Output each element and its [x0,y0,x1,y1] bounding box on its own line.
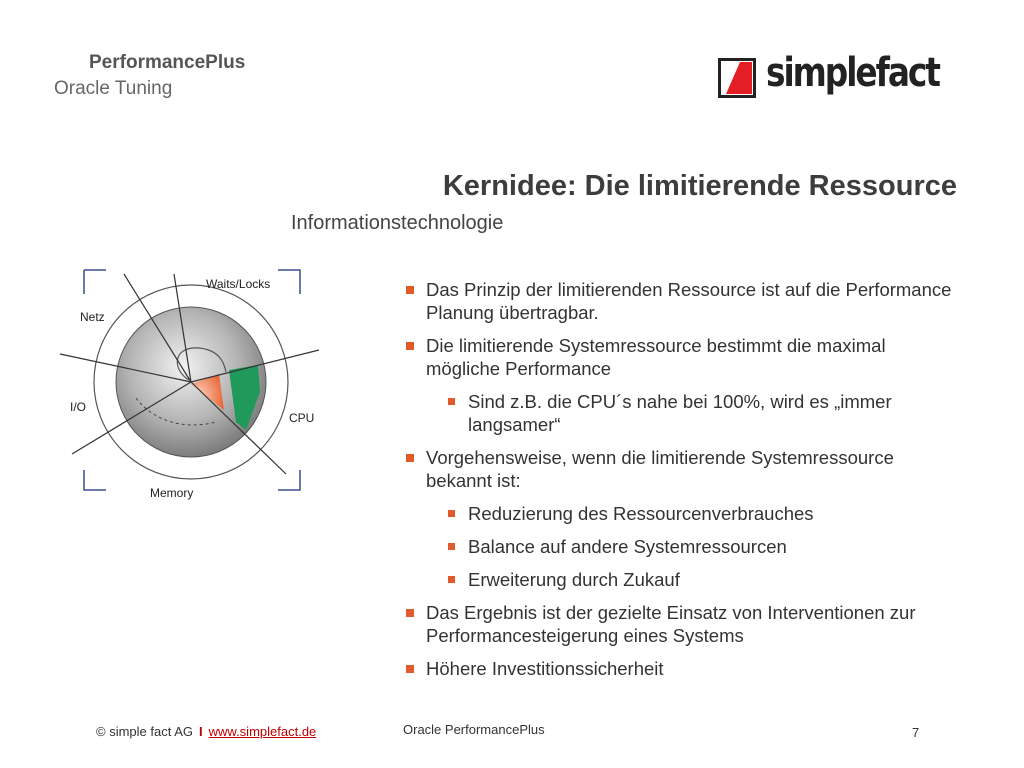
label-memory: Memory [150,486,193,500]
bullet-item: Die limitierende Systemressource bestimm… [404,334,964,380]
slide-title: Kernidee: Die limitierende Ressource [442,170,957,202]
bullet-item: Vorgehensweise, wenn die limitierende Sy… [404,446,964,492]
label-netz: Netz [80,310,105,324]
header-product-title: PerformancePlus [89,52,246,73]
bullet-square-icon [406,286,414,294]
sub-bullet-item: Erweiterung durch Zukauf [404,568,964,591]
limiting-resource-segment [191,374,224,410]
bullet-square-icon [406,609,414,617]
cpu-segment [229,365,260,430]
bullet-item: Das Prinzip der limitierenden Ressource … [404,278,964,324]
label-cpu: CPU [289,411,314,425]
corner-brackets [83,269,301,491]
resource-circle-graphic: Waits/Locks Netz I/O CPU Memory [59,269,320,500]
bullet-square-icon [406,454,414,462]
page-number: 7 [912,725,920,740]
resource-diagram: Waits/Locks Netz I/O CPU Memory [54,262,334,510]
copyright-text: © simple fact AG [96,724,193,739]
bullet-list: Das Prinzip der limitierenden Ressource … [404,278,964,690]
bullet-square-icon [406,342,414,350]
slide-subtitle: Informationstechnologie [291,212,504,234]
website-link[interactable]: www.simplefact.de [208,724,317,739]
sub-bullet-square-icon [448,576,455,583]
bullet-item: Das Ergebnis ist der gezielte Einsatz vo… [404,601,964,647]
simplefact-logo: simplefact [718,50,941,108]
bullet-square-icon [406,665,414,673]
logo-wordmark: simplefact [766,50,941,96]
sub-bullet-square-icon [448,543,455,550]
footer-separator: I [199,724,203,739]
sub-bullet-square-icon [448,398,455,405]
footer-product: Oracle PerformancePlus [403,722,545,737]
sub-bullet-item: Reduzierung des Ressourcenverbrauches [404,502,964,525]
divider-lines [59,273,320,475]
sub-bullet-item: Sind z.B. die CPU´s nahe bei 100%, wird … [404,390,964,436]
bullet-item: Höhere Investitionssicherheit [404,657,964,680]
label-waits-locks: Waits/Locks [206,277,270,291]
sub-bullet-square-icon [448,510,455,517]
sub-bullet-item: Balance auf andere Systemressourcen [404,535,964,558]
label-io: I/O [70,400,86,414]
logo-mark-icon [718,58,756,98]
header-subtitle: Oracle Tuning [54,78,173,99]
